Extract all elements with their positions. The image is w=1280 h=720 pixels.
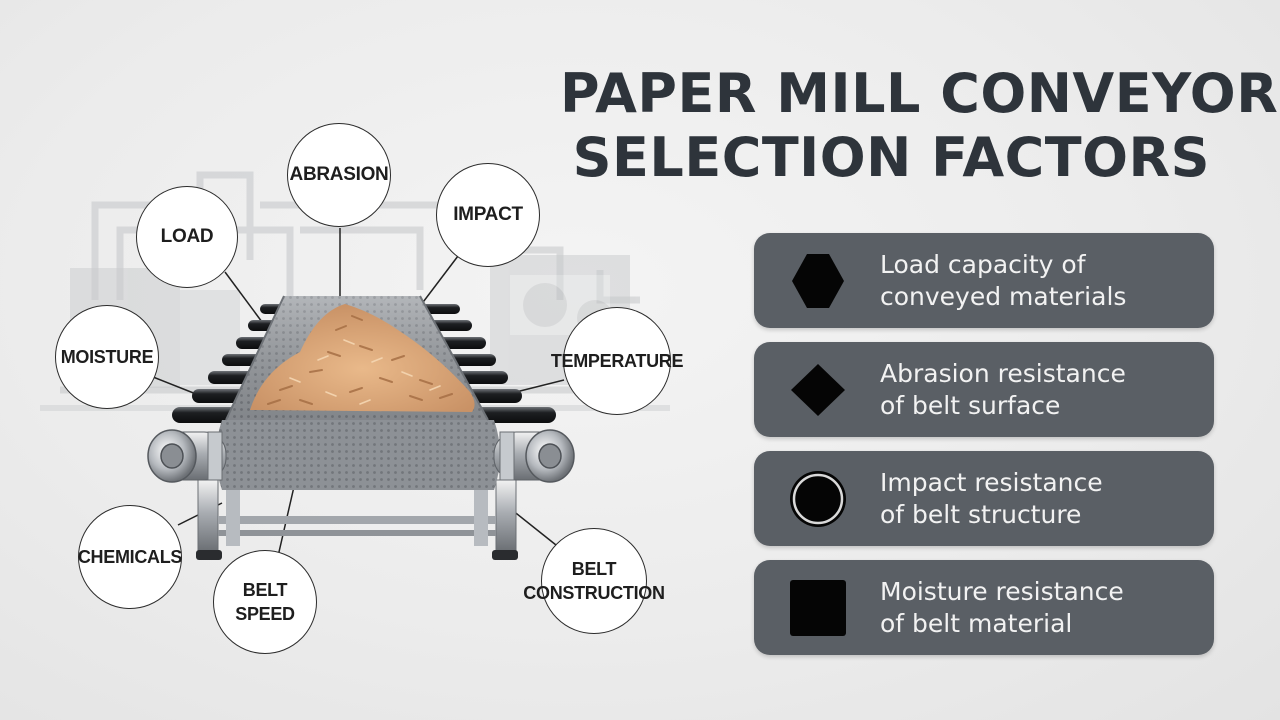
conveyor-frame [196, 479, 518, 560]
factor-moisture-line2: of belt material [880, 609, 1073, 638]
title-line1: PAPER MILL CONVEYOR [560, 62, 1279, 125]
impact-bubble: IMPACT [436, 163, 540, 267]
load-label: LOAD [160, 226, 214, 247]
factor-load-line1: Load capacity of [880, 250, 1086, 279]
circle-icon [790, 471, 846, 527]
wood-chip-pile [250, 304, 475, 412]
factor-abrasion-line2: of belt surface [880, 391, 1061, 420]
square-icon [790, 580, 846, 636]
factor-card-load: Load capacity of conveyed materials [754, 233, 1214, 328]
diamond-icon [791, 364, 845, 416]
factor-card-moisture: Moisture resistance of belt material [754, 560, 1214, 655]
factor-impact-line2: of belt structure [880, 500, 1082, 529]
factor-load-line2: conveyed materials [880, 282, 1127, 311]
factor-card-abrasion: Abrasion resistance of belt surface [754, 342, 1214, 437]
factor-abrasion-line1: Abrasion resistance [880, 359, 1126, 388]
page-title: PAPER MILL CONVEYOR SELECTION FACTORS [560, 62, 1279, 190]
factor-impact-line1: Impact resistance [880, 468, 1103, 497]
belt-construction-label-line2: CONSTRUCTION [523, 583, 665, 603]
load-bubble: LOAD [136, 186, 238, 288]
belt-construction-label-line1: BELT [571, 559, 617, 579]
temperature-bubble: TEMPERATURE [551, 307, 683, 415]
belt-speed-bubble: BELT SPEED [213, 550, 317, 654]
chemicals-bubble: CHEMICALS [78, 505, 182, 609]
moisture-bubble: MOISTURE [55, 305, 159, 409]
abrasion-label: ABRASION [289, 164, 389, 185]
hexagon-icon [792, 254, 844, 308]
title-line2: SELECTION FACTORS [572, 126, 1210, 189]
temperature-label: TEMPERATURE [550, 351, 684, 371]
background-machines [70, 255, 630, 388]
chemicals-label: CHEMICALS [77, 547, 183, 567]
belt-speed-label-line2: SPEED [235, 604, 295, 624]
moisture-label: MOISTURE [60, 347, 154, 367]
belt-construction-bubble: BELT CONSTRUCTION [523, 528, 665, 634]
factor-card-impact: Impact resistance of belt structure [754, 451, 1214, 546]
factor-moisture-line1: Moisture resistance [880, 577, 1124, 606]
end-drums [147, 429, 575, 483]
impact-label: IMPACT [453, 204, 523, 225]
belt-speed-label-line1: BELT [242, 580, 288, 600]
abrasion-bubble: ABRASION [287, 123, 391, 227]
